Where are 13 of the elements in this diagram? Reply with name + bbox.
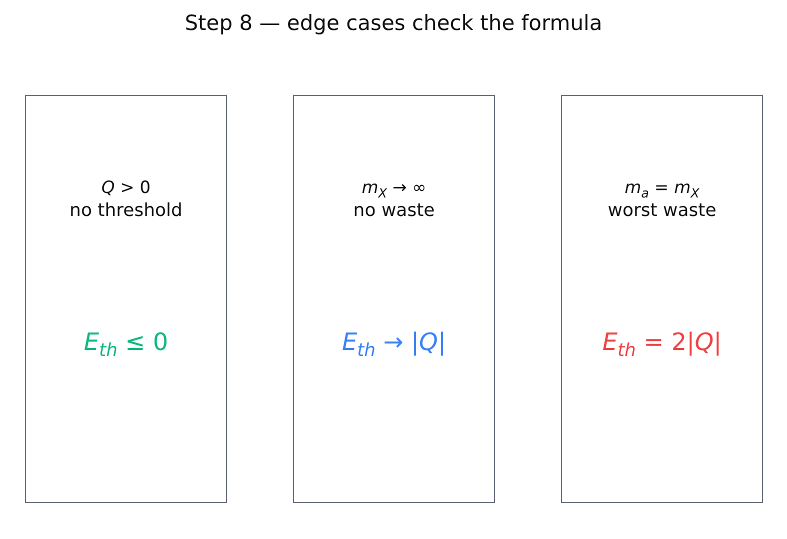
condition-formula: m$_{a}$ = m$_{X}$: [624, 178, 700, 202]
formula-text: E$_{th}$ = 2|Q|: [601, 328, 723, 361]
case-description: no threshold: [68, 200, 184, 221]
formula-text: E$_{th}$ → |Q|: [340, 328, 448, 361]
condition-formula: m$_{X}$ → ∞: [360, 178, 428, 202]
case-panel: [561, 95, 763, 503]
formula-text: E$_{th}$ ≤ 0: [82, 328, 170, 361]
diagram-title: Step 8 — edge cases check the formula: [184, 11, 604, 35]
case-description: worst waste: [606, 200, 718, 221]
condition-formula: Q > 0: [100, 178, 152, 198]
case-panel: [25, 95, 227, 503]
case-panel: [293, 95, 495, 503]
case-description: no waste: [352, 200, 436, 221]
